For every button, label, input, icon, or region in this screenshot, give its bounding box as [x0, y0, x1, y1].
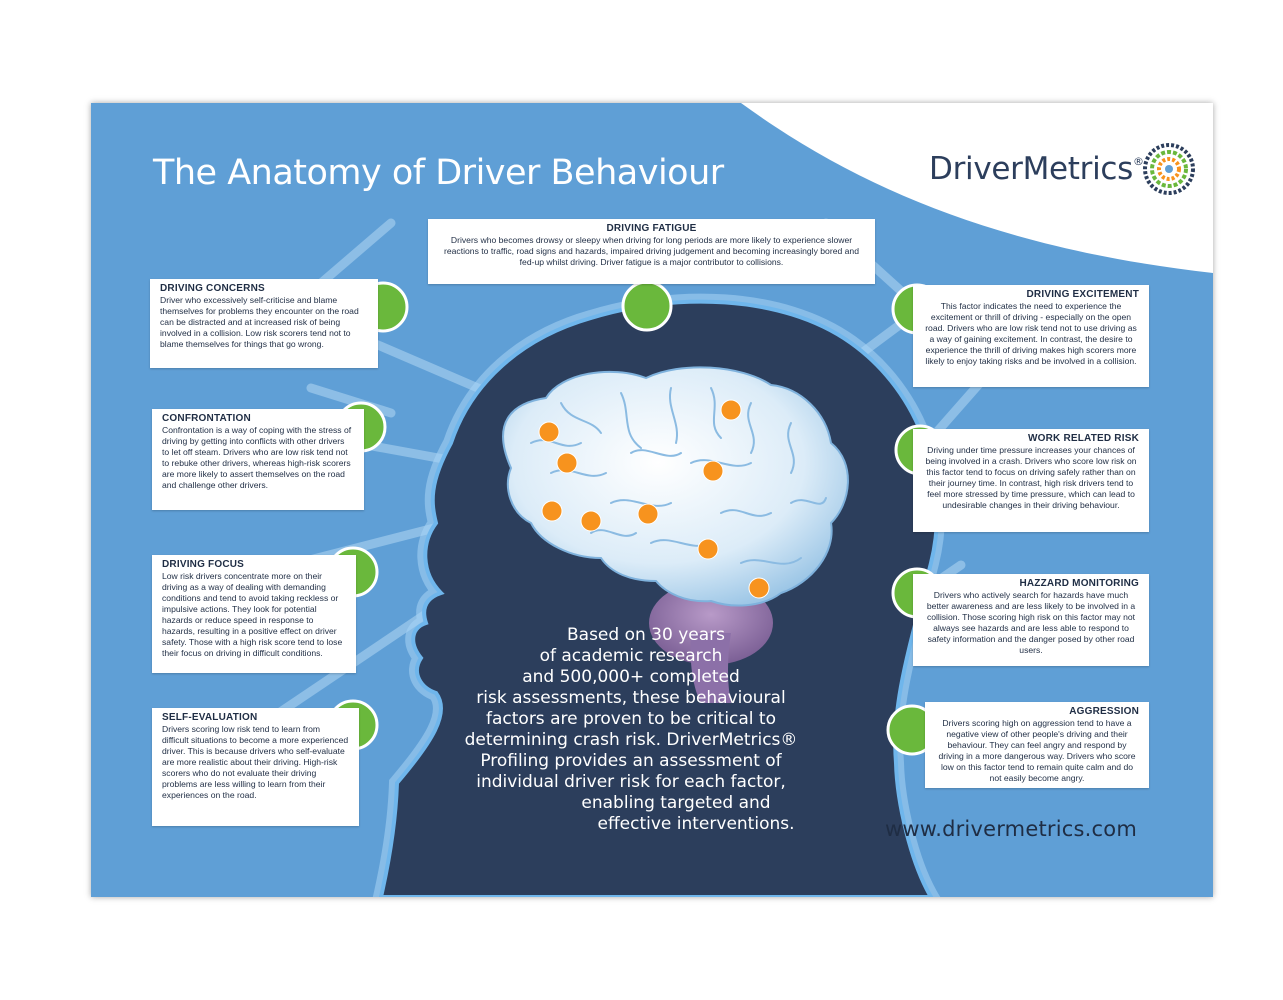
card-confrontation: CONFRONTATION Confrontation is a way of … [152, 409, 364, 510]
registered-mark: ® [1133, 155, 1144, 168]
card-self-evaluation: SELF-EVALUATION Drivers scoring low risk… [152, 708, 359, 826]
brain-dot [580, 510, 602, 532]
card-title: HAZZARD MONITORING [1019, 578, 1139, 589]
card-title: SELF-EVALUATION [162, 712, 258, 723]
card-title: WORK RELATED RISK [1028, 433, 1139, 444]
brain-dot [541, 500, 563, 522]
brain [502, 366, 849, 607]
card-title: DRIVING FOCUS [162, 559, 245, 570]
poster-title: The Anatomy of Driver Behaviour [153, 153, 724, 193]
poster: The Anatomy of Driver Behaviour DriverMe… [91, 103, 1213, 897]
card-title: DRIVING CONCERNS [160, 283, 265, 294]
summary-line: risk assessments, these behavioural [476, 688, 786, 708]
brain-dot [720, 399, 742, 421]
brand-wordmark: DriverMetrics® [929, 151, 1144, 187]
marker-driving-fatigue [621, 280, 673, 332]
brain-dot [702, 460, 724, 482]
card-text: Drivers scoring high on aggression tend … [938, 718, 1136, 783]
card-driving-focus: DRIVING FOCUS Low risk drivers concentra… [152, 555, 356, 673]
summary-line: factors are proven to be critical to [486, 709, 776, 729]
card-title: CONFRONTATION [162, 413, 251, 424]
brain-dots [538, 399, 770, 599]
summary-line: and 500,000+ completed [522, 667, 740, 687]
summary-text: Based on 30 years of academic research a… [461, 625, 801, 835]
summary-line: Based on 30 years [567, 625, 725, 645]
summary-line: effective interventions. [597, 814, 795, 834]
card-aggression: AGGRESSION Drivers scoring high on aggre… [925, 702, 1149, 788]
brain-dot [637, 503, 659, 525]
card-text: Drivers scoring low risk tend to learn f… [162, 724, 349, 800]
brain-stem [690, 633, 731, 703]
card-text: Low risk drivers concentrate more on the… [162, 571, 343, 658]
brain-folds [530, 387, 827, 565]
card-driving-fatigue: DRIVING FATIGUE Drivers who becomes drow… [428, 219, 875, 284]
card-work-related-risk: WORK RELATED RISK Driving under time pre… [913, 429, 1149, 532]
card-driving-excitement: DRIVING EXCITEMENT This factor indicates… [913, 285, 1149, 387]
summary-line: Profiling provides an assessment of [480, 751, 782, 771]
card-driving-concerns: DRIVING CONCERNS Driver who excessively … [150, 279, 378, 368]
brain-dot [748, 577, 770, 599]
brand-name: DriverMetrics [929, 151, 1134, 187]
card-text: Driving under time pressure increases yo… [925, 445, 1137, 510]
summary-line: enabling targeted and [581, 793, 771, 813]
corner-swoosh [741, 103, 1213, 273]
card-text: Drivers who actively search for hazards … [926, 590, 1136, 655]
summary-line: determining crash risk. DriverMetrics® [464, 730, 798, 750]
card-title: DRIVING FATIGUE [606, 223, 697, 234]
summary-line: of academic research [539, 646, 723, 666]
card-text: Drivers who becomes drowsy or sleepy whe… [444, 235, 859, 267]
card-hazard-monitoring: HAZZARD MONITORING Drivers who actively … [913, 574, 1149, 666]
card-title: DRIVING EXCITEMENT [1026, 289, 1139, 300]
drivermetrics-logo-icon [1143, 143, 1195, 195]
card-text: Driver who excessively self-criticise an… [160, 295, 359, 349]
website-url: www.drivermetrics.com [885, 817, 1137, 841]
card-text: This factor indicates the need to experi… [925, 301, 1137, 366]
brain-dot [538, 421, 560, 443]
card-title: AGGRESSION [1069, 706, 1139, 717]
brain-dot [697, 538, 719, 560]
summary-line: individual driver risk for each factor, [476, 772, 786, 792]
brain-dot [556, 452, 578, 474]
card-text: Confrontation is a way of coping with th… [162, 425, 352, 490]
